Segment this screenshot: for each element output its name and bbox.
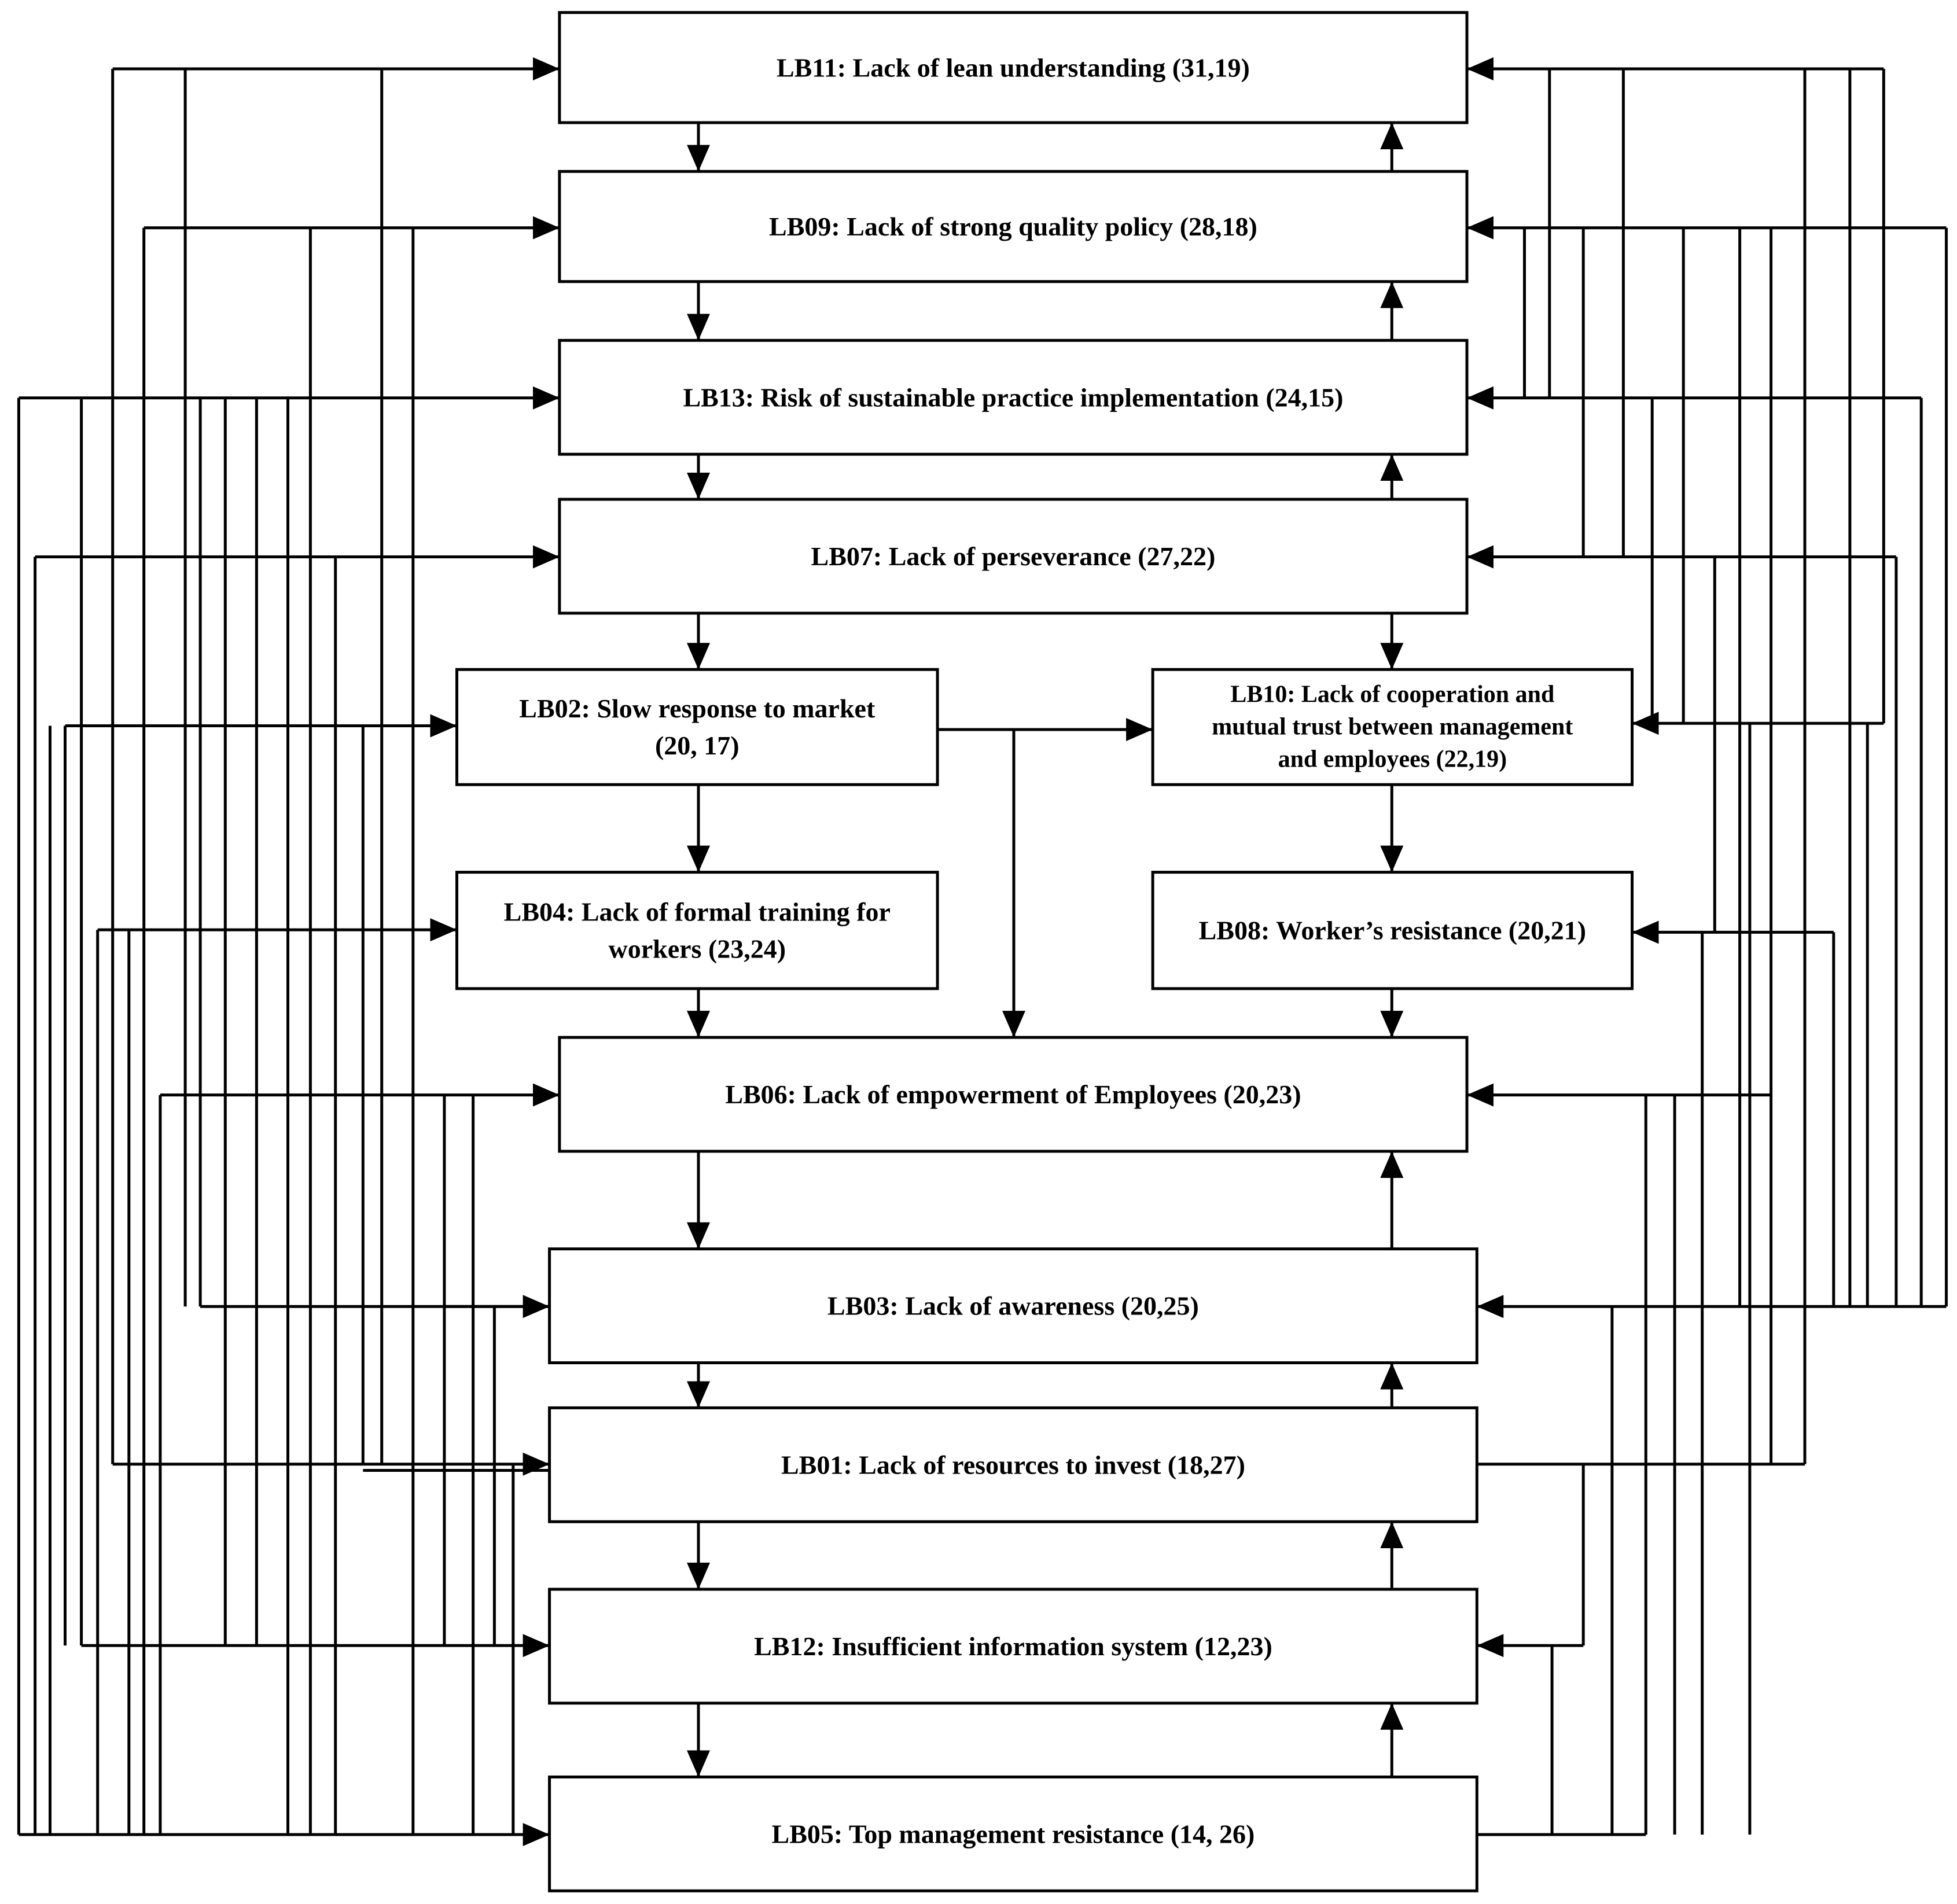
node-box (548, 1588, 1478, 1705)
node-label: LB05: Top management resistance (14, 26) (772, 1819, 1255, 1848)
node-lb01: LB01: Lack of resources to invest (18,27… (548, 1406, 1478, 1523)
node-label: workers (23,24) (608, 934, 786, 964)
node-lb05: LB05: Top management resistance (14, 26) (548, 1775, 1478, 1892)
node-label: LB09: Lack of strong quality policy (28,… (769, 212, 1257, 241)
node-label: (20, 17) (655, 731, 740, 760)
node-label: and employees (22,19) (1278, 746, 1507, 773)
node-lb03: LB03: Lack of awareness (20,25) (548, 1247, 1478, 1365)
edge-layer (17, 57, 1948, 1846)
node-box (548, 1775, 1478, 1892)
node-lb04: LB04: Lack of formal training for workers… (455, 871, 939, 990)
node-lb11: LB11: Lack of lean understanding (31,19) (558, 11, 1469, 124)
node-label: LB10: Lack of cooperation and (1230, 682, 1554, 708)
node-lb10: LB10: Lack of cooperation and mutual trus… (1151, 668, 1634, 786)
node-box (558, 498, 1469, 615)
node-box (558, 1036, 1469, 1153)
node-lb13: LB13: Risk of sustainable practice imple… (558, 338, 1469, 456)
node-box (455, 871, 939, 990)
node-lb02: LB02: Slow response to market (20, 17) (455, 668, 939, 786)
node-lb09: LB09: Lack of strong quality policy (28,… (558, 170, 1469, 283)
node-lb07: LB07: Lack of perseverance (27,22) (558, 498, 1469, 615)
node-label: LB07: Lack of perseverance (27,22) (811, 542, 1216, 571)
node-label: LB12: Insufficient information system (1… (754, 1632, 1272, 1661)
node-box (548, 1406, 1478, 1523)
node-label: LB06: Lack of empowerment of Employees (… (725, 1080, 1301, 1109)
node-lb06: LB06: Lack of empowerment of Employees (… (558, 1036, 1469, 1153)
node-label: LB02: Slow response to market (519, 694, 876, 723)
node-layer: LB11: Lack of lean understanding (31,19)… (455, 11, 1634, 1892)
node-box (548, 1247, 1478, 1365)
node-label: mutual trust between management (1212, 714, 1573, 741)
node-label: LB13: Risk of sustainable practice imple… (683, 382, 1343, 412)
node-label: LB08: Worker’s resistance (20,21) (1199, 916, 1586, 945)
node-box (1151, 871, 1634, 990)
node-lb08: LB08: Worker’s resistance (20,21) (1151, 871, 1634, 990)
node-label: LB01: Lack of resources to invest (18,27… (781, 1450, 1245, 1479)
node-box (558, 11, 1469, 124)
node-box (558, 338, 1469, 456)
node-box (455, 668, 939, 786)
node-label: LB03: Lack of awareness (20,25) (827, 1291, 1199, 1321)
node-box (558, 170, 1469, 283)
node-label: LB04: Lack of formal training for (504, 897, 891, 927)
node-label: LB11: Lack of lean understanding (31,19) (777, 53, 1250, 82)
node-box (1151, 668, 1634, 786)
node-lb12: LB12: Insufficient information system (1… (548, 1588, 1478, 1705)
